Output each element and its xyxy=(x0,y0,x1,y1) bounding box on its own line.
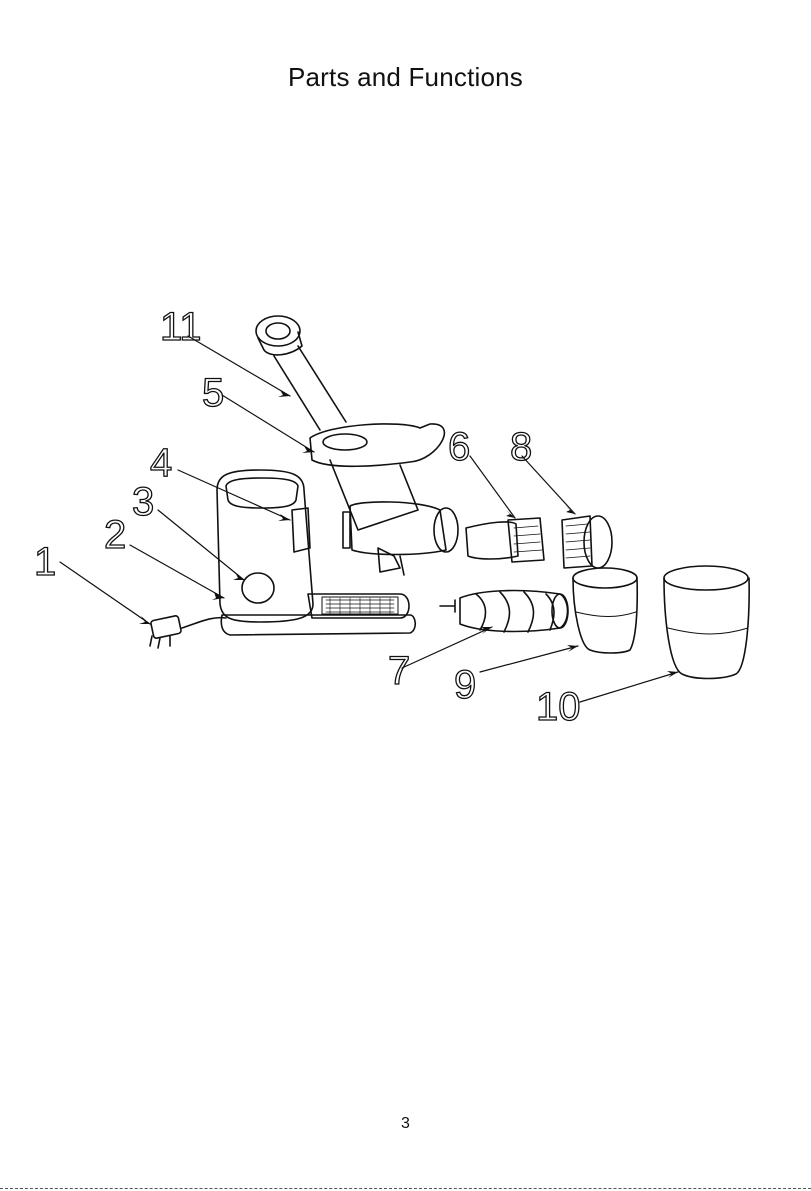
callout-7: 7 xyxy=(388,649,410,693)
page-number: 3 xyxy=(0,1115,811,1133)
callout-4: 4 xyxy=(150,441,172,485)
juicing-chamber xyxy=(310,424,458,575)
callout-3: 3 xyxy=(132,480,154,524)
callout-9: 9 xyxy=(454,663,476,707)
strainer xyxy=(466,518,544,562)
power-knob xyxy=(242,573,274,603)
juice-cup xyxy=(573,568,637,653)
leader-arrowheads xyxy=(139,390,678,678)
callout-10: 10 xyxy=(536,685,581,729)
callout-5: 5 xyxy=(202,371,224,415)
callout-2: 2 xyxy=(104,513,126,557)
pulp-cup xyxy=(664,566,749,679)
screw-cap xyxy=(562,516,612,568)
auger xyxy=(440,591,568,632)
callout-8: 8 xyxy=(510,425,532,469)
footer-rule xyxy=(0,1188,811,1189)
power-cord-plug xyxy=(150,615,226,648)
pusher xyxy=(256,316,346,430)
callout-11: 11 xyxy=(160,305,202,349)
callout-1: 1 xyxy=(34,540,56,584)
callout-6: 6 xyxy=(448,425,470,469)
